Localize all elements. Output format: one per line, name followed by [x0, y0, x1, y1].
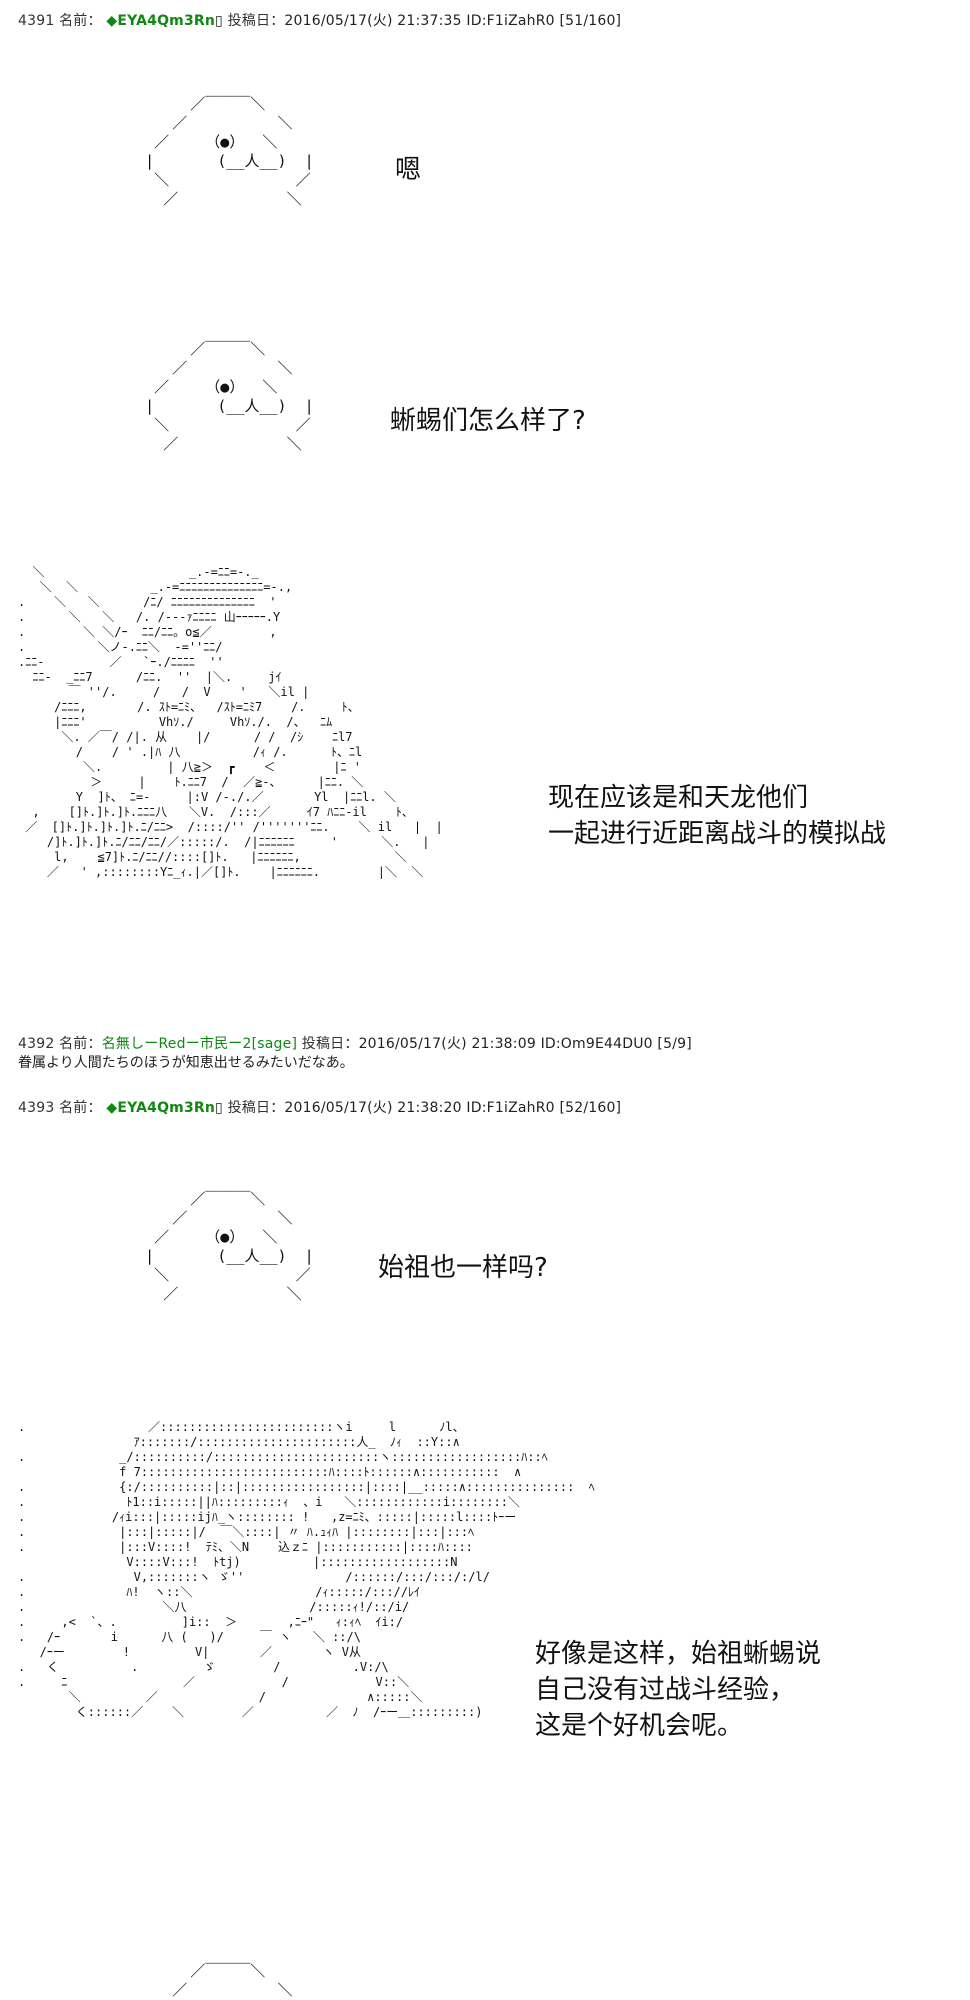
speech-line-3: 现在应该是和天龙他们 一起进行近距离战斗的模拟战 [548, 783, 887, 849]
post-header-4392: 4392 名前：名無しーRedー市民ー2[sage] 投稿日：2016/05/1… [18, 1033, 692, 1053]
yaruo-ascii-art-2: ／￣￣￣＼ ／ ＼ ／ （●） ＼ | (__人__) | ＼ ／ ／ ＼ [145, 340, 314, 453]
poster-name[interactable]: 名無しーRedー市民ー2 [101, 1036, 252, 1052]
name-label: 名前： [59, 13, 102, 29]
speech-line-2: 蜥蜴们怎么样了? [390, 406, 586, 436]
yaruo-ascii-art-1: ／￣￣￣＼ ／ ＼ ／ （●） ＼ | (__人__) | ＼ ／ ／ ＼ [145, 95, 314, 208]
date-label: 投稿日： [227, 13, 285, 29]
post-header-4393: 4393 名前： ◆EYA4Qm3Rn▯ 投稿日：2016/05/17(火) 2… [18, 1097, 621, 1117]
sage-tag: [sage] [251, 1036, 298, 1052]
speech-line-5: 好像是这样，始祖蜥蜴说 自己没有过战斗经验， 这是个好机会呢。 [535, 1639, 822, 1741]
post-date: 2016/05/17(火) 21:37:35 [284, 13, 462, 29]
date-label: 投稿日： [301, 1036, 359, 1052]
post-count: [5/9] [657, 1036, 692, 1052]
post-number: 4392 [18, 1036, 55, 1052]
poster-trip[interactable]: ◆EYA4Qm3Rn [106, 1100, 216, 1116]
yaruo-ascii-art-3: ／￣￣￣＼ ／ ＼ ／ （●） ＼ | (__人__) | ＼ ／ ／ ＼ [145, 1190, 314, 1303]
post-count: [52/160] [559, 1100, 622, 1116]
post-header-4391: 4391 名前： ◆EYA4Qm3Rn▯ 投稿日：2016/05/17(火) 2… [18, 10, 621, 30]
ancestor-ascii-art: . ／::::::::::::::::::::::::ヽi l ﾉl、 ｱ:::… [18, 1420, 595, 1719]
yaruo-ascii-art-4: ／￣￣￣＼ ／ ＼ [172, 1962, 293, 1999]
date-label: 投稿日： [227, 1100, 285, 1116]
post-number: 4393 [18, 1100, 55, 1116]
poster-id[interactable]: ID:F1iZahR0 [466, 13, 555, 29]
box-glyph: ▯ [215, 13, 223, 29]
box-glyph: ▯ [215, 1100, 223, 1116]
post-date: 2016/05/17(火) 21:38:20 [284, 1100, 462, 1116]
name-label: 名前： [59, 1100, 102, 1116]
post-date: 2016/05/17(火) 21:38:09 [358, 1036, 536, 1052]
dragon-ascii-art: ＼ _.-=ﾆﾆ=-._ ＼ ＼ _.-=ﾆﾆﾆﾆﾆﾆﾆﾆﾆﾆﾆﾆﾆﾆ=-., … [18, 565, 443, 879]
speech-line-1: 嗯 [395, 155, 422, 185]
poster-id[interactable]: ID:F1iZahR0 [466, 1100, 555, 1116]
poster-id[interactable]: ID:Om9E44DU0 [540, 1036, 653, 1052]
name-label: 名前： [59, 1036, 102, 1052]
speech-line-4: 始祖也一样吗? [378, 1253, 548, 1283]
post-body-4392: 眷属より人間たちのほうが知恵出せるみたいだなあ。 [18, 1055, 354, 1071]
poster-trip[interactable]: ◆EYA4Qm3Rn [106, 13, 216, 29]
post-number: 4391 [18, 13, 55, 29]
post-count: [51/160] [559, 13, 622, 29]
